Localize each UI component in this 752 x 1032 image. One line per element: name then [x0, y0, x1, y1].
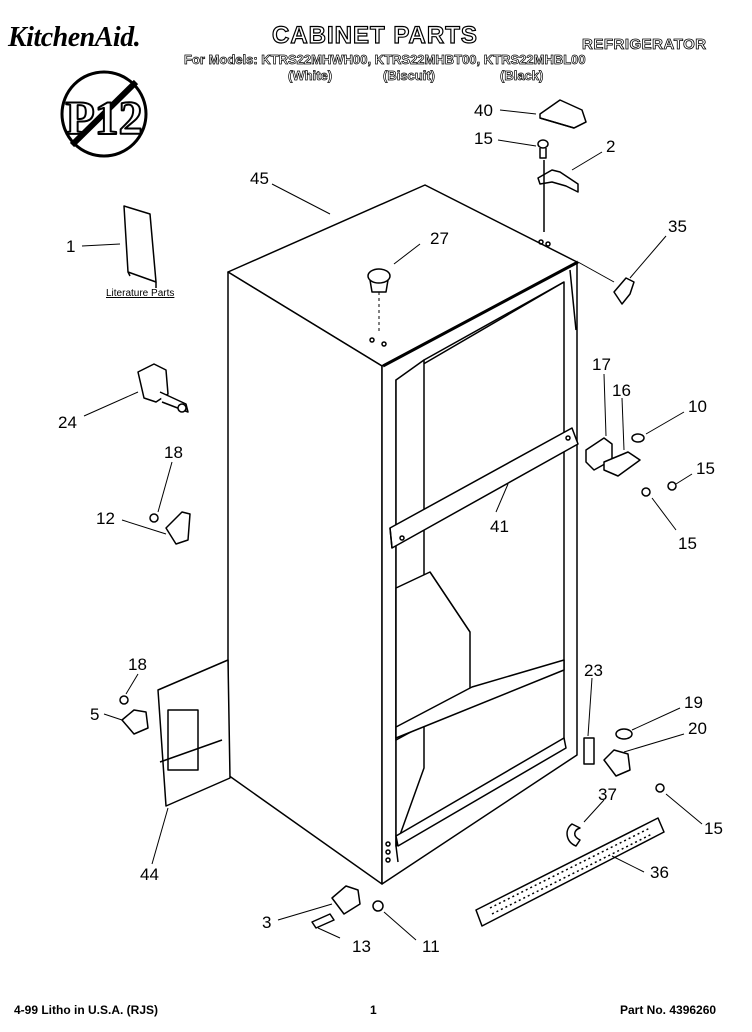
base-grille-36: [475, 817, 665, 927]
callout-5: 5: [90, 705, 99, 724]
divider-bar-41: [389, 427, 579, 549]
callout-20: 20: [688, 719, 707, 738]
models-line: For Models: KTRS22MHWH00, KTRS22MHBT00, …: [184, 52, 586, 68]
leveling-parts-3-13-11: [311, 885, 384, 929]
callout-36: 36: [650, 863, 669, 882]
callout-37: 37: [598, 785, 617, 804]
callout-15b: 15: [696, 459, 715, 478]
refrigerator-cabinet: [227, 184, 579, 885]
footer-part-number: Part No. 4396260: [620, 1003, 717, 1017]
lower-hinge-20: [583, 728, 665, 793]
toe-panel-44: [157, 659, 231, 807]
callout-15c: 15: [678, 534, 697, 553]
page-title: CABINET PARTS: [271, 21, 478, 49]
callout-24: 24: [58, 413, 77, 432]
callout-12: 12: [96, 509, 115, 528]
callout-23: 23: [584, 661, 603, 680]
callout-2: 2: [606, 137, 615, 156]
color-white-label: (White): [288, 68, 333, 84]
hinge-cover-40: [539, 99, 587, 129]
top-hinge-2: [537, 160, 579, 232]
callout-44: 44: [140, 865, 159, 884]
category-label: REFRIGERATOR: [582, 36, 707, 54]
callout-40: 40: [474, 101, 493, 120]
center-hinge-17: [585, 433, 677, 497]
color-biscuit-label: (Biscuit): [383, 68, 436, 84]
callout-27: 27: [430, 229, 449, 248]
callout-10: 10: [688, 397, 707, 416]
clip-37: [566, 823, 581, 847]
badge-text: P12: [65, 92, 142, 145]
screw-15-top: [537, 139, 549, 159]
color-black-label: (Black): [500, 68, 544, 84]
callout-18: 18: [164, 443, 183, 462]
lower-hinge-5: [119, 695, 149, 735]
callout-15d: 15: [704, 819, 723, 838]
callout-3: 3: [262, 913, 271, 932]
hinge-bracket-12: [149, 511, 191, 545]
callout-45: 45: [250, 169, 269, 188]
door-stop-24: [137, 363, 189, 413]
callout-18b: 18: [128, 655, 147, 674]
literature-booklet-1: [123, 205, 157, 288]
footer-litho: 4-99 Litho in U.S.A. (RJS): [14, 1003, 159, 1017]
footer-page-number: 1: [370, 1003, 377, 1017]
callout-17: 17: [592, 355, 611, 374]
callout-15: 15: [474, 129, 493, 148]
callout-35: 35: [668, 217, 687, 236]
callout-19: 19: [684, 693, 703, 712]
part-35-clip: [613, 277, 635, 305]
callout-11: 11: [422, 937, 440, 956]
brand-logo: KitchenAid.: [8, 22, 141, 53]
callout-16: 16: [612, 381, 631, 400]
callout-13: 13: [352, 937, 371, 956]
p12-badge-icon: P12: [60, 70, 148, 158]
callout-1: 1: [66, 237, 75, 256]
plug-27: [367, 268, 391, 334]
literature-parts-label: Literature Parts: [106, 288, 174, 299]
callout-41: 41: [490, 517, 509, 536]
